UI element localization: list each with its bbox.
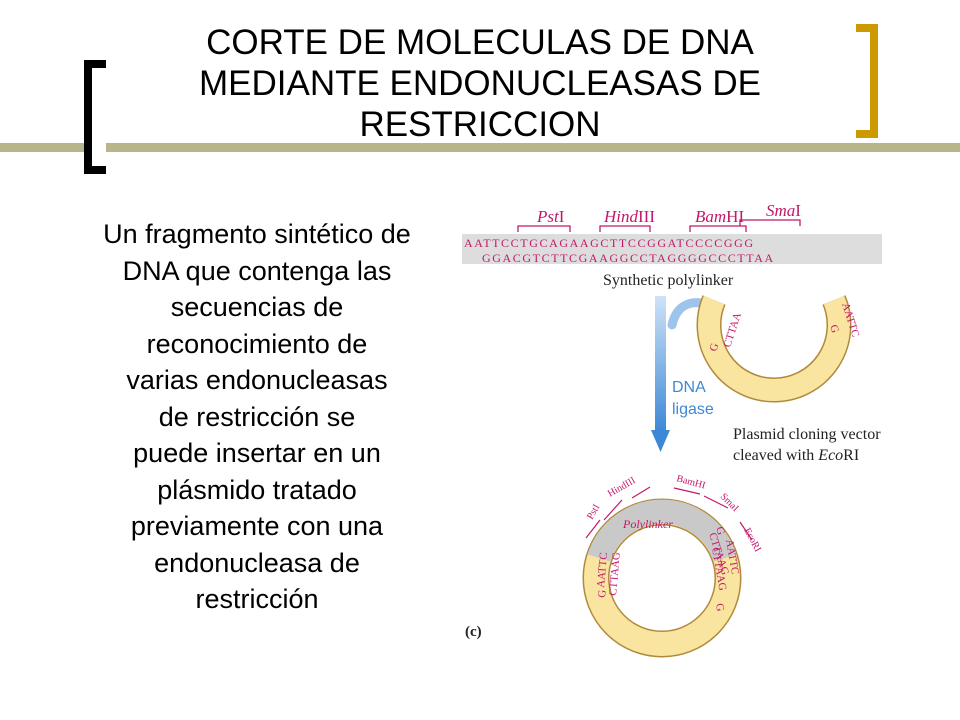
sma-label: SmaI (766, 201, 801, 220)
product-polylinker-label: Polylinker (622, 517, 673, 531)
polylinker-band (462, 234, 882, 264)
body-line: de restricción se (158, 401, 356, 432)
polylinker-caption: Synthetic polylinker (603, 272, 734, 289)
title-line-1: CORTE DE MOLECULAS DE DNA (206, 23, 754, 62)
right-bracket-decoration (856, 24, 878, 138)
hind-site-bracket (599, 225, 651, 232)
body-line: DNA que contenga las (122, 255, 392, 286)
product-mid-left: G (713, 525, 727, 536)
body-line: plásmido tratado (157, 474, 357, 505)
product-eco-label: EcoRI (741, 526, 763, 554)
left-sticky-bottom: CTTAA (721, 311, 743, 349)
body-line: puede insertar en un (133, 438, 381, 468)
body-line: varias endonucleasas (126, 365, 388, 395)
body-line: previamente con una (130, 511, 384, 541)
left-bracket-decoration (84, 60, 106, 174)
body-text: Un fragmento sintético de DNA que conten… (62, 216, 452, 618)
ligase-arrow-shaft (655, 296, 666, 432)
inserted-polylinker-arc (587, 499, 737, 563)
product-sma-label: SmaI (718, 491, 741, 514)
product-right-g: G (713, 602, 726, 612)
body-line: endonucleasa de (154, 547, 360, 578)
product-left-outer: AATTC (595, 552, 610, 588)
product-left-g: G (596, 589, 609, 598)
opened-plasmid-ring (698, 295, 850, 401)
product-left-inner: CTTAAG (607, 552, 623, 597)
ligase-label-line1: DNA (672, 379, 706, 396)
plasmid-caption-line1: Plasmid cloning vector (733, 426, 881, 443)
product-pst-label: PstI (585, 503, 602, 522)
bottom-strand: GGACGTCTTCGAAGGCCTAGGGGCCCTTAA (482, 251, 775, 265)
polylinker-cloning-diagram: PstI HindIII BamHI SmaI AATTCCTGCAGAAGCT… (462, 201, 882, 658)
body-line: reconocimiento de (146, 328, 368, 359)
body-line: secuencias de (170, 292, 344, 322)
slide-title: CORTE DE MOLECULAS DE DNA MEDIANTE ENDON… (150, 22, 810, 145)
sma-site-bracket (739, 219, 801, 226)
pst-site-bracket (517, 225, 571, 232)
panel-label: (c) (465, 624, 482, 640)
body-line: Un fragmento sintético de (103, 219, 411, 249)
ligase-arrow-head (651, 430, 670, 452)
title-line-2: MEDIANTE ENDONUCLEASAS DE (198, 64, 762, 103)
ligase-arrow-branch (667, 298, 707, 330)
title-line-3: RESTRICCION (359, 105, 601, 144)
product-site-brackets (585, 486, 753, 541)
right-sticky-bottom: G (827, 323, 841, 334)
title-divider-bar (0, 143, 960, 152)
plasmid-caption-line2: cleaved with EcoRI (733, 447, 859, 464)
ligase-label-line2: ligase (672, 401, 714, 418)
left-sticky-top: G (707, 342, 721, 353)
bam-site-bracket (689, 225, 747, 232)
bam-label: BamHI (695, 207, 744, 226)
top-strand: AATTCCTGCAGAAGCTTCCGGATCCCCGGG (464, 236, 755, 250)
body-line: restricción (195, 584, 319, 614)
product-hind-label: HindIII (606, 475, 637, 500)
pst-label: PstI (536, 207, 565, 226)
hind-label: HindIII (603, 207, 655, 226)
